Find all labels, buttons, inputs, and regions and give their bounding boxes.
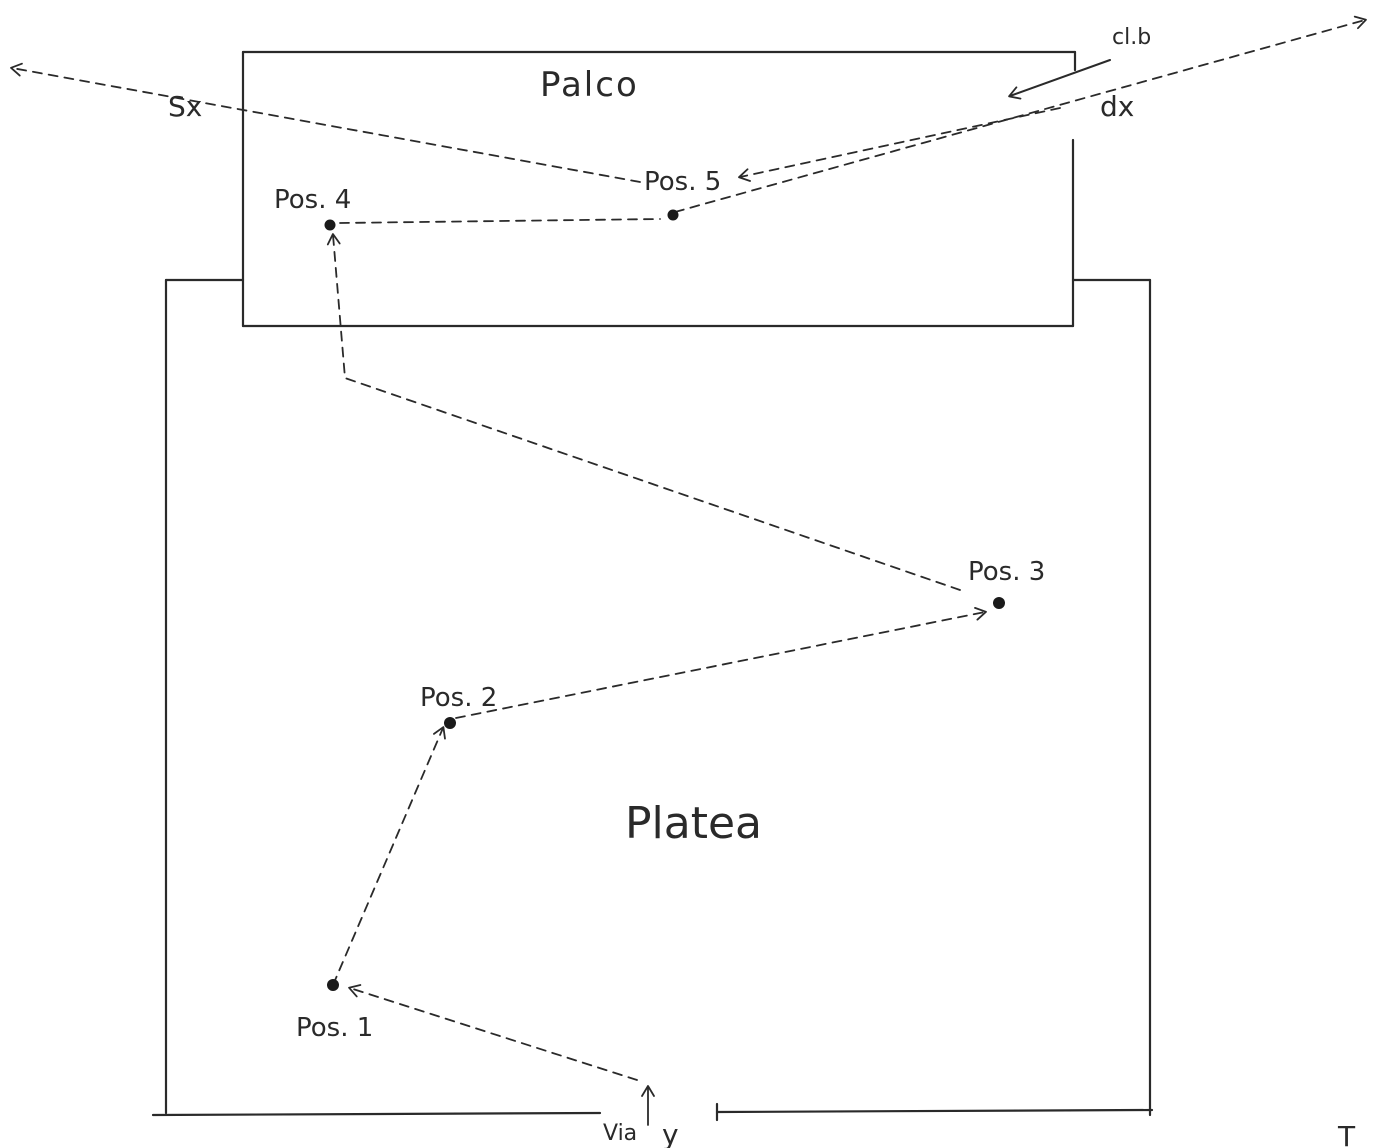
path-pos5-to-left-exit bbox=[10, 62, 641, 183]
hall-label: Platea bbox=[625, 798, 762, 849]
top-note-label: cl.b bbox=[1112, 25, 1151, 50]
hall-area bbox=[151, 278, 1154, 1122]
position-dot-2 bbox=[444, 717, 456, 729]
entrance-mark: y bbox=[662, 1118, 679, 1148]
path-pos2-to-pos3 bbox=[455, 606, 987, 719]
corner-mark: T bbox=[1337, 1120, 1356, 1148]
position-dot-3 bbox=[993, 597, 1005, 609]
entrance-label: Via bbox=[603, 1121, 637, 1146]
cl-b-arrow bbox=[1008, 59, 1111, 100]
position-label-1: Pos. 1 bbox=[296, 1013, 373, 1043]
position-dot-1 bbox=[327, 979, 339, 991]
position-label-5: Pos. 5 bbox=[644, 167, 721, 197]
position-label-4: Pos. 4 bbox=[274, 185, 351, 215]
path-right-to-pos5 bbox=[738, 107, 1061, 182]
movement-path bbox=[10, 15, 1367, 1081]
path-pos1-to-pos2 bbox=[332, 726, 446, 986]
path-entrance-to-pos1 bbox=[348, 984, 638, 1081]
left-exit-label: Sx bbox=[168, 90, 202, 123]
right-exit-label: dx bbox=[1100, 90, 1134, 123]
path-pos4-to-pos5 bbox=[339, 218, 661, 224]
path-pos3-to-pos4 bbox=[326, 233, 961, 591]
position-dot-5 bbox=[667, 209, 679, 221]
position-label-3: Pos. 3 bbox=[968, 557, 1045, 587]
position-label-2: Pos. 2 bbox=[420, 683, 497, 713]
position-dot-4 bbox=[324, 219, 336, 231]
stage-label: Palco bbox=[540, 65, 639, 105]
